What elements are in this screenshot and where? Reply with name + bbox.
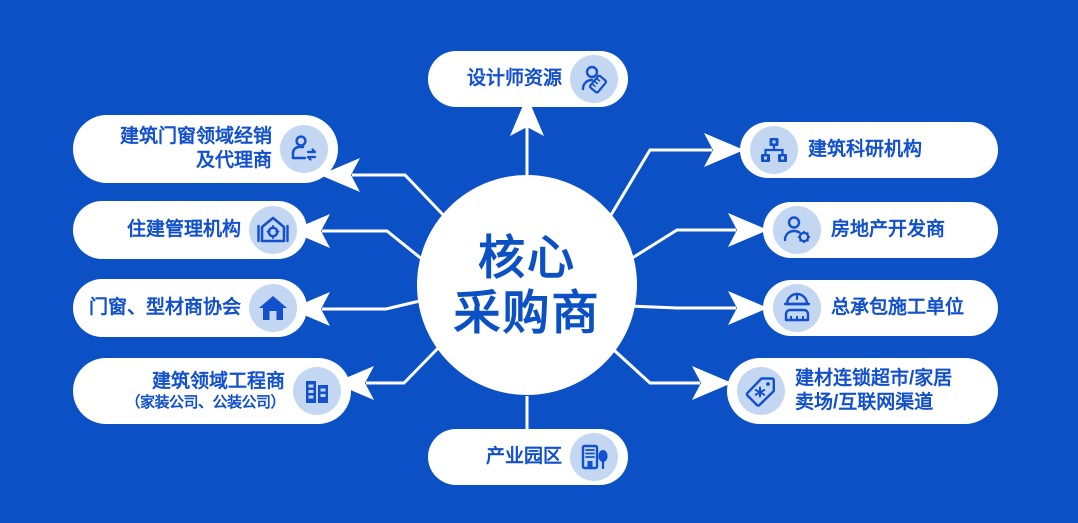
person-ruler-icon xyxy=(570,55,618,103)
node-retail-label: 建材连锁超市/家居 卖场/互联网渠道 xyxy=(795,367,952,415)
node-designer-resources[interactable]: 设计师资源 xyxy=(428,51,628,107)
node-designer-label: 设计师资源 xyxy=(466,68,562,90)
office-building-icon xyxy=(293,367,341,415)
person-exchange-icon xyxy=(280,125,328,173)
price-tag-icon xyxy=(737,367,785,415)
node-contractor-label: 总承包施工单位 xyxy=(831,297,965,319)
person-gear-icon xyxy=(773,206,821,254)
center-hub-line1: 核心 xyxy=(478,230,576,284)
node-door-window-dealer[interactable]: 建筑门窗领域经销 及代理商 xyxy=(73,115,338,183)
arrow-line-retail xyxy=(602,339,700,385)
arrow-line-contractor xyxy=(628,304,736,310)
node-dealer-label-line1: 建筑门窗领域经销 xyxy=(119,126,272,148)
arrowhead-assoc xyxy=(290,292,330,326)
node-building-material-retail[interactable]: 建材连锁超市/家居 卖场/互联网渠道 xyxy=(727,358,998,424)
arrow-line-engineering xyxy=(366,340,446,385)
arrow-line-housing xyxy=(322,229,429,266)
arrowhead-dealer xyxy=(320,158,360,192)
node-engineering-label-main: 建筑领域工程商 xyxy=(151,370,285,392)
org-chart-icon xyxy=(750,126,798,174)
hardhat-worker-icon xyxy=(773,284,821,332)
arrowhead-engineering xyxy=(334,366,374,400)
arrow-line-dealer xyxy=(352,173,450,222)
node-retail-label-line1: 建材连锁超市/家居 xyxy=(795,368,953,390)
node-realestate-label: 房地产开发商 xyxy=(831,219,946,241)
arrowhead-research xyxy=(704,133,744,167)
node-door-window-association[interactable]: 门窗、型材商协会 xyxy=(73,279,307,337)
house-icon xyxy=(249,284,297,332)
node-engineering-sublabel: （家装公司、公装公司） xyxy=(125,393,285,411)
house-gear-icon xyxy=(249,206,297,254)
arrowhead-contractor xyxy=(728,291,768,325)
center-hub: 核心 采购商 xyxy=(417,175,637,395)
building-tree-icon xyxy=(570,433,618,481)
arrowhead-designer xyxy=(510,96,544,136)
node-construction-engineering[interactable]: 建筑领域工程商 （家装公司、公装公司） xyxy=(73,358,351,424)
node-general-contractor[interactable]: 总承包施工单位 xyxy=(763,280,998,336)
node-housing-authority[interactable]: 住建管理机构 xyxy=(73,201,307,259)
arrow-line-realestate xyxy=(628,228,736,262)
node-housing-label: 住建管理机构 xyxy=(126,219,241,241)
center-hub-line2: 采购商 xyxy=(453,286,601,339)
node-assoc-label: 门窗、型材商协会 xyxy=(88,297,241,319)
arrowhead-housing xyxy=(290,214,330,248)
node-engineering-label: 建筑领域工程商 （家装公司、公装公司） xyxy=(125,370,285,413)
node-dealer-label-line2: 及代理商 xyxy=(195,150,272,171)
node-dealer-label: 建筑门窗领域经销 及代理商 xyxy=(120,125,272,173)
node-retail-label-line2: 卖场/互联网渠道 xyxy=(795,392,934,413)
arrow-line-research xyxy=(606,148,712,221)
node-research-label: 建筑科研机构 xyxy=(808,139,923,161)
node-architecture-research[interactable]: 建筑科研机构 xyxy=(740,122,998,178)
node-real-estate-developer[interactable]: 房地产开发商 xyxy=(763,202,998,258)
arrowhead-retail xyxy=(692,366,732,400)
arrowhead-realestate xyxy=(728,213,768,247)
node-park-label: 产业园区 xyxy=(485,446,562,468)
arrow-line-assoc xyxy=(322,298,425,311)
node-industrial-park[interactable]: 产业园区 xyxy=(428,429,628,485)
